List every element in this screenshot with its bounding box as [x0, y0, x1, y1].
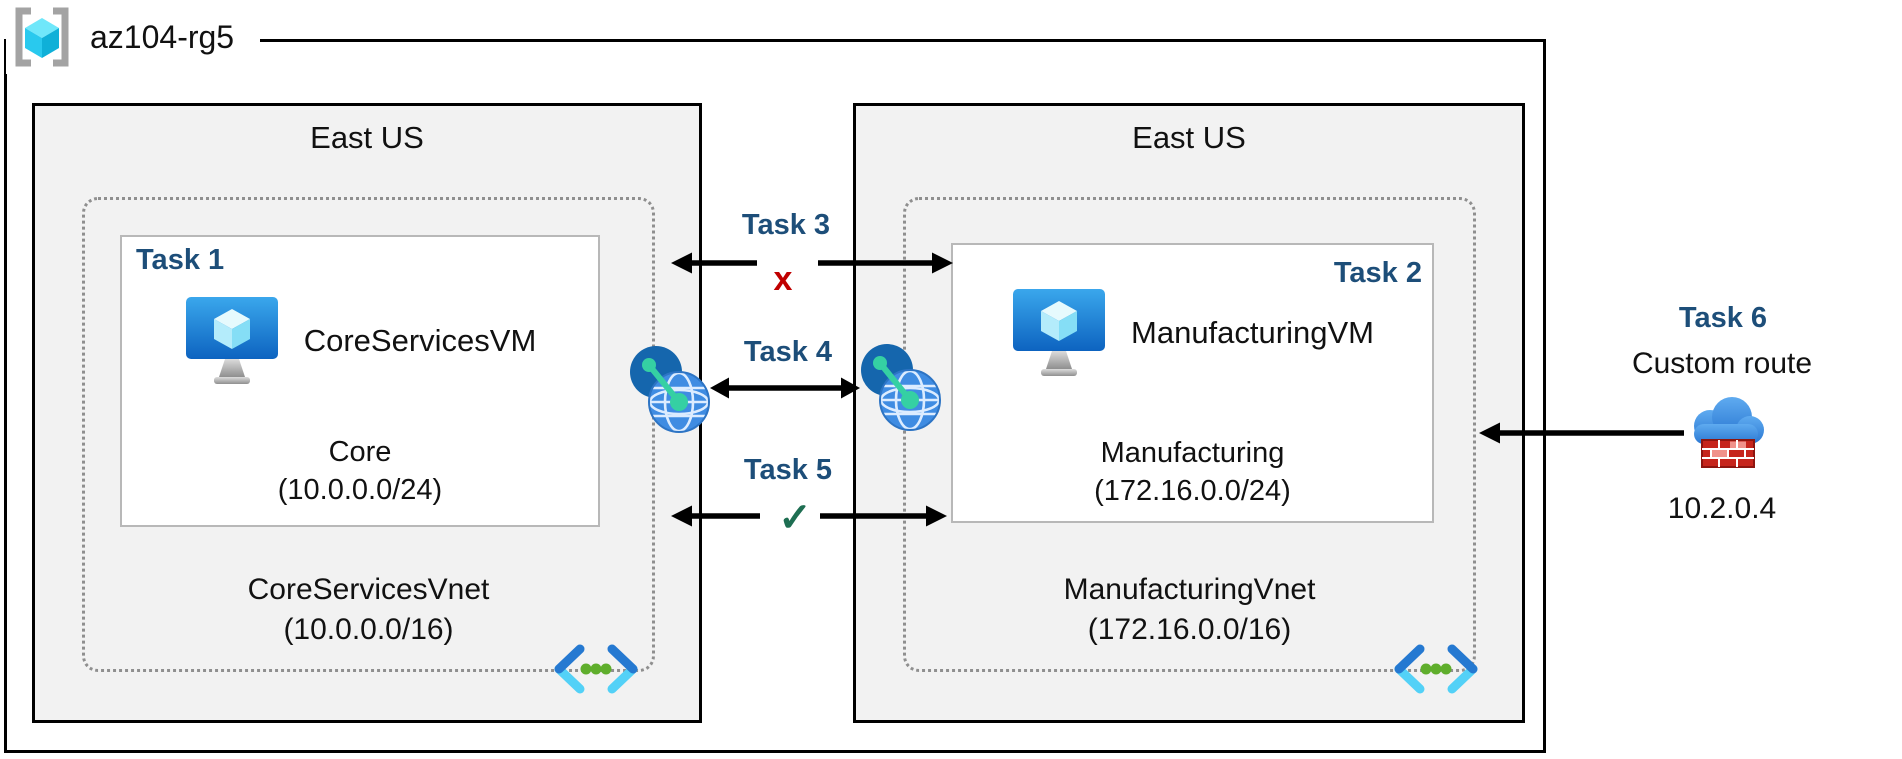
vm-icon	[185, 297, 278, 384]
core-subnet-cidr: (10.0.0.0/24)	[277, 474, 443, 506]
task5-label: Task 5	[743, 454, 833, 486]
region-right-title: East US	[1132, 120, 1246, 155]
manufacturing-subnet-cidr: (172.16.0.0/24)	[1094, 475, 1291, 507]
resource-group-boundary	[4, 39, 1546, 753]
vnet-manufacturing-boundary	[903, 197, 1476, 672]
core-subnet-label: Core (10.0.0.0/24)	[122, 433, 598, 509]
coreservices-vm-name: CoreServicesVM	[303, 323, 537, 358]
manufacturing-subnet-name: Manufacturing	[1100, 437, 1285, 469]
network-globe-icon	[861, 344, 941, 431]
manufacturing-vm-name: ManufacturingVM	[1131, 315, 1374, 350]
region-left-title: East US	[310, 120, 424, 155]
vnet-manufacturing-label: ManufacturingVnet (172.16.0.0/16)	[903, 570, 1476, 650]
vnet-coreservices-cidr: (10.0.0.0/16)	[283, 613, 454, 646]
task1-label: Task 1	[136, 244, 225, 276]
task1-box: Task 1 CoreServicesVM Core (10.0.0.0/24)	[120, 235, 600, 527]
vnet-coreservices-boundary	[82, 197, 655, 672]
vnet-icon	[554, 644, 638, 694]
task6-label: Task 6	[1678, 302, 1768, 334]
vnet-manufacturing-name: ManufacturingVnet	[1063, 573, 1316, 606]
resource-group-name: az104-rg5	[90, 18, 235, 55]
task3-blocked-mark: x	[773, 260, 793, 298]
firewall-bricks	[1701, 439, 1755, 468]
resource-group-icon	[15, 7, 69, 67]
vnet-icon	[1394, 644, 1478, 694]
custom-route-ip: 10.2.0.4	[1667, 492, 1777, 525]
vm-icon	[1013, 289, 1106, 376]
manufacturing-vm: ManufacturingVM	[953, 287, 1432, 379]
core-subnet-name: Core	[328, 436, 392, 468]
task5-allowed-mark: ✓	[778, 496, 812, 540]
network-globe-icon	[630, 346, 710, 433]
custom-route-title: Custom route	[1631, 347, 1813, 380]
vnet-coreservices-label: CoreServicesVnet (10.0.0.0/16)	[82, 570, 655, 650]
manufacturing-subnet-label: Manufacturing (172.16.0.0/24)	[953, 434, 1432, 510]
task4-label: Task 4	[743, 336, 833, 368]
task2-box: Task 2 ManufacturingVM Manufacturing (17…	[951, 243, 1434, 523]
task3-label: Task 3	[741, 209, 831, 241]
task2-label: Task 2	[1333, 257, 1422, 289]
vnet-manufacturing-cidr: (172.16.0.0/16)	[1087, 613, 1292, 646]
coreservices-vm: CoreServicesVM	[122, 295, 598, 387]
cloud-firewall-icon	[1694, 397, 1764, 468]
resource-group-label: az104-rg5	[6, 0, 261, 74]
vnet-coreservices-name: CoreServicesVnet	[247, 573, 490, 606]
